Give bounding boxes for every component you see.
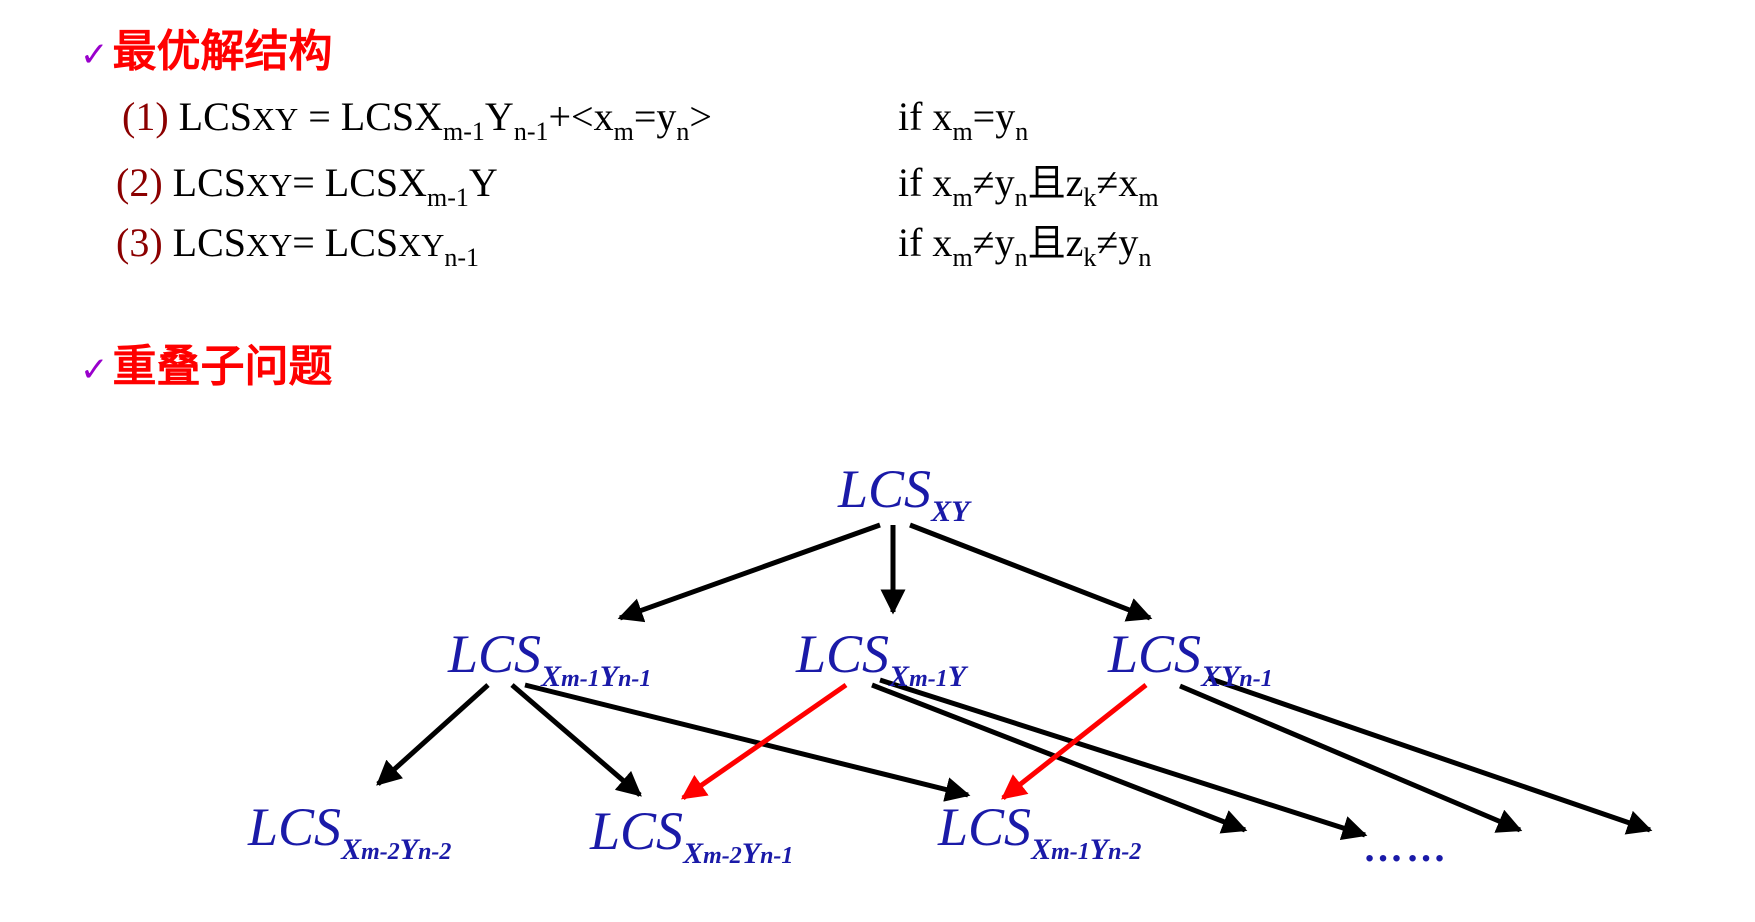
tree-node-level1-middle: LCSXm-1Y <box>796 624 967 693</box>
tree-node-level2-c: LCSXm-1Yn-2 <box>938 797 1142 866</box>
edge-middle-to-dots <box>879 677 1368 841</box>
formula-number: (2) <box>116 160 163 205</box>
formula-eq: = <box>298 94 341 139</box>
heading-optimal-structure: ✓最优解结构 <box>80 30 333 74</box>
formula-number: (1) <box>122 94 169 139</box>
formula-rhs: LCSXYn-1 <box>324 220 480 272</box>
edge-root-to-left <box>617 522 881 623</box>
formula-condition: if xm≠yn且zk≠yn <box>898 220 1152 272</box>
formula-eq: = <box>292 160 325 205</box>
formula-rhs: LCSXm-1Yn-1+<xm=yn> <box>340 94 712 146</box>
edge-left-to-l2b <box>510 683 642 797</box>
checkmark-icon: ✓ <box>80 350 109 390</box>
formula-lhs: LCSXY <box>178 94 299 139</box>
heading-text: 重叠子问题 <box>112 341 333 392</box>
formula-condition: if xm=yn <box>898 94 1029 146</box>
checkmark-icon: ✓ <box>80 35 109 75</box>
tree-node-level1-right: LCSXYn-1 <box>1108 624 1273 693</box>
formula-lhs: LCSXY <box>172 220 293 265</box>
edge-middle-to-l2c <box>871 682 1248 834</box>
formula-lhs: LCSXY <box>172 160 293 205</box>
formula-row-3: (3) LCSXY= LCSXYn-1 if xm≠yn且zk≠yn <box>116 218 1151 272</box>
formula-condition: if xm≠yn且zk≠xm <box>898 160 1159 212</box>
edge-right-to-dots-b <box>1207 675 1653 835</box>
tree-node-level2-a: LCSXm-2Yn-2 <box>248 797 452 866</box>
formula-row-1: (1) LCSXY = LCSXm-1Yn-1+<xm=yn> if xm=yn <box>122 92 1028 146</box>
edge-left-to-l2c <box>524 682 971 802</box>
formula-number: (3) <box>116 220 163 265</box>
formula-row-2: (2) LCSXY= LCSXm-1Y if xm≠yn且zk≠xm <box>116 158 1159 212</box>
tree-ellipsis: …… <box>1363 825 1449 870</box>
tree-node-level1-left: LCSXm-1Yn-1 <box>448 624 652 693</box>
tree-node-level2-b: LCSXm-2Yn-1 <box>590 801 794 870</box>
heading-overlapping-subproblems: ✓重叠子问题 <box>80 345 333 389</box>
overlap-edge-middle-to-l2b <box>680 682 848 801</box>
overlap-edge-right-to-l2c <box>1001 683 1148 800</box>
edge-left-to-l2a <box>376 683 490 786</box>
heading-text: 最优解结构 <box>112 26 333 77</box>
edge-right-to-dots-a <box>1179 683 1523 833</box>
edge-root-to-right <box>909 522 1153 622</box>
formula-rhs: LCSXm-1Y <box>324 160 498 212</box>
formula-eq: = <box>292 220 325 265</box>
tree-node-root: LCSXY <box>838 459 970 528</box>
